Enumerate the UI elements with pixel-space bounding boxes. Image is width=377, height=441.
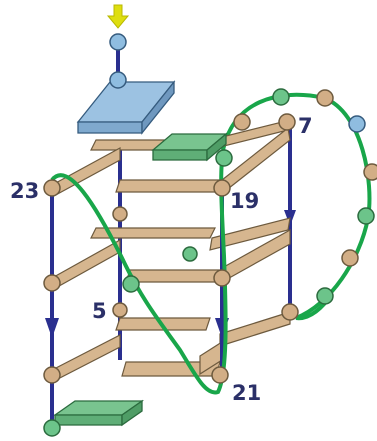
label-19: 19 xyxy=(230,189,259,213)
label-5: 5 xyxy=(92,299,107,323)
lateral-loop-back xyxy=(220,92,372,320)
label-21: 21 xyxy=(232,381,261,405)
blue-plate xyxy=(76,80,176,135)
green-plate-bottom xyxy=(52,399,145,427)
green-plate-top xyxy=(151,132,228,162)
diagonal-loop xyxy=(50,159,228,395)
label-7: 7 xyxy=(298,114,313,138)
arrow-down-icon xyxy=(106,4,130,29)
triangle-down-icon xyxy=(45,318,59,338)
nucleotide-beads xyxy=(43,33,377,437)
label-23: 23 xyxy=(10,179,39,203)
